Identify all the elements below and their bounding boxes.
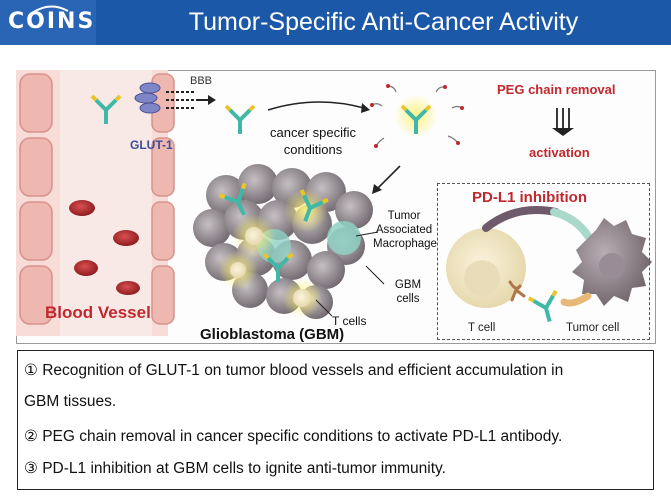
tumor-cell-label: Tumor cell — [566, 322, 620, 334]
statement-2: ② PEG chain removal in cancer specific c… — [24, 427, 562, 446]
pdl1-title: PD-L1 inhibition — [472, 189, 587, 206]
glut1-transporter-icon — [134, 82, 161, 114]
blood-vessel — [16, 70, 175, 336]
blood-vessel-label: Blood Vessel — [45, 303, 151, 322]
pdl1-inhibition-illustration — [446, 206, 652, 328]
statement-3: ③ PD-L1 inhibition at GBM cells to ignit… — [24, 459, 446, 478]
page-title: Tumor-Specific Anti-Cancer Activity — [188, 8, 579, 36]
t-cell — [293, 289, 311, 307]
antibody-icon — [224, 104, 256, 136]
t-cell — [245, 227, 263, 245]
transcytosis-arrows — [166, 91, 196, 109]
red-blood-cell — [113, 230, 139, 246]
coins-logo: COINS — [0, 0, 96, 45]
red-blood-cell — [116, 281, 140, 295]
gbm-tumor-cluster — [193, 164, 373, 319]
cancer-conditions-label: cancer specific conditions — [270, 125, 356, 157]
pdl1-inhibition-panel — [437, 183, 650, 340]
gbm-label: Glioblastoma (GBM) — [200, 326, 345, 343]
label-leader-lines — [315, 231, 385, 317]
statement-text: Recognition of GLUT-1 on tumor blood ves… — [42, 362, 564, 379]
t-cells-label: T cells — [332, 314, 367, 328]
red-blood-cell — [74, 260, 98, 276]
figure-illustration — [16, 70, 652, 336]
curved-arrow — [267, 101, 365, 111]
tam-label: Tumor Associated Macrophage — [373, 210, 437, 250]
summary-box: ① Recognition of GLUT-1 on tumor blood v… — [17, 350, 654, 490]
statement-1: ① Recognition of GLUT-1 on tumor blood v… — [24, 361, 563, 380]
red-blood-cell — [69, 200, 95, 216]
header-bar: COINS Tumor-Specific Anti-Cancer Activit… — [0, 0, 671, 45]
statement-marker: ① — [24, 362, 38, 379]
glut1-label: GLUT-1 — [130, 138, 173, 152]
statement-text: PD-L1 inhibition at GBM cells to ignite … — [42, 460, 446, 477]
t-cell — [230, 262, 246, 278]
bbb-label: BBB — [190, 75, 213, 87]
t-cell-label: T cell — [468, 322, 496, 334]
statement-text: GBM tissues. — [24, 393, 117, 410]
activation-arrows — [556, 108, 570, 128]
statement-text: PEG chain removal in cancer specific con… — [42, 428, 563, 445]
logo-text: COINS — [8, 9, 96, 34]
statement-1-continued: GBM tissues. — [24, 393, 116, 411]
statement-marker: ③ — [24, 460, 38, 477]
activation-glow — [394, 94, 438, 138]
statement-marker: ② — [24, 428, 38, 445]
gbm-cells-label: GBM cells — [394, 279, 422, 305]
macrophage — [327, 221, 361, 255]
activation-label: activation — [529, 145, 590, 160]
peg-removal-label: PEG chain removal — [497, 82, 616, 97]
logo-swoosh-icon — [31, 5, 69, 14]
